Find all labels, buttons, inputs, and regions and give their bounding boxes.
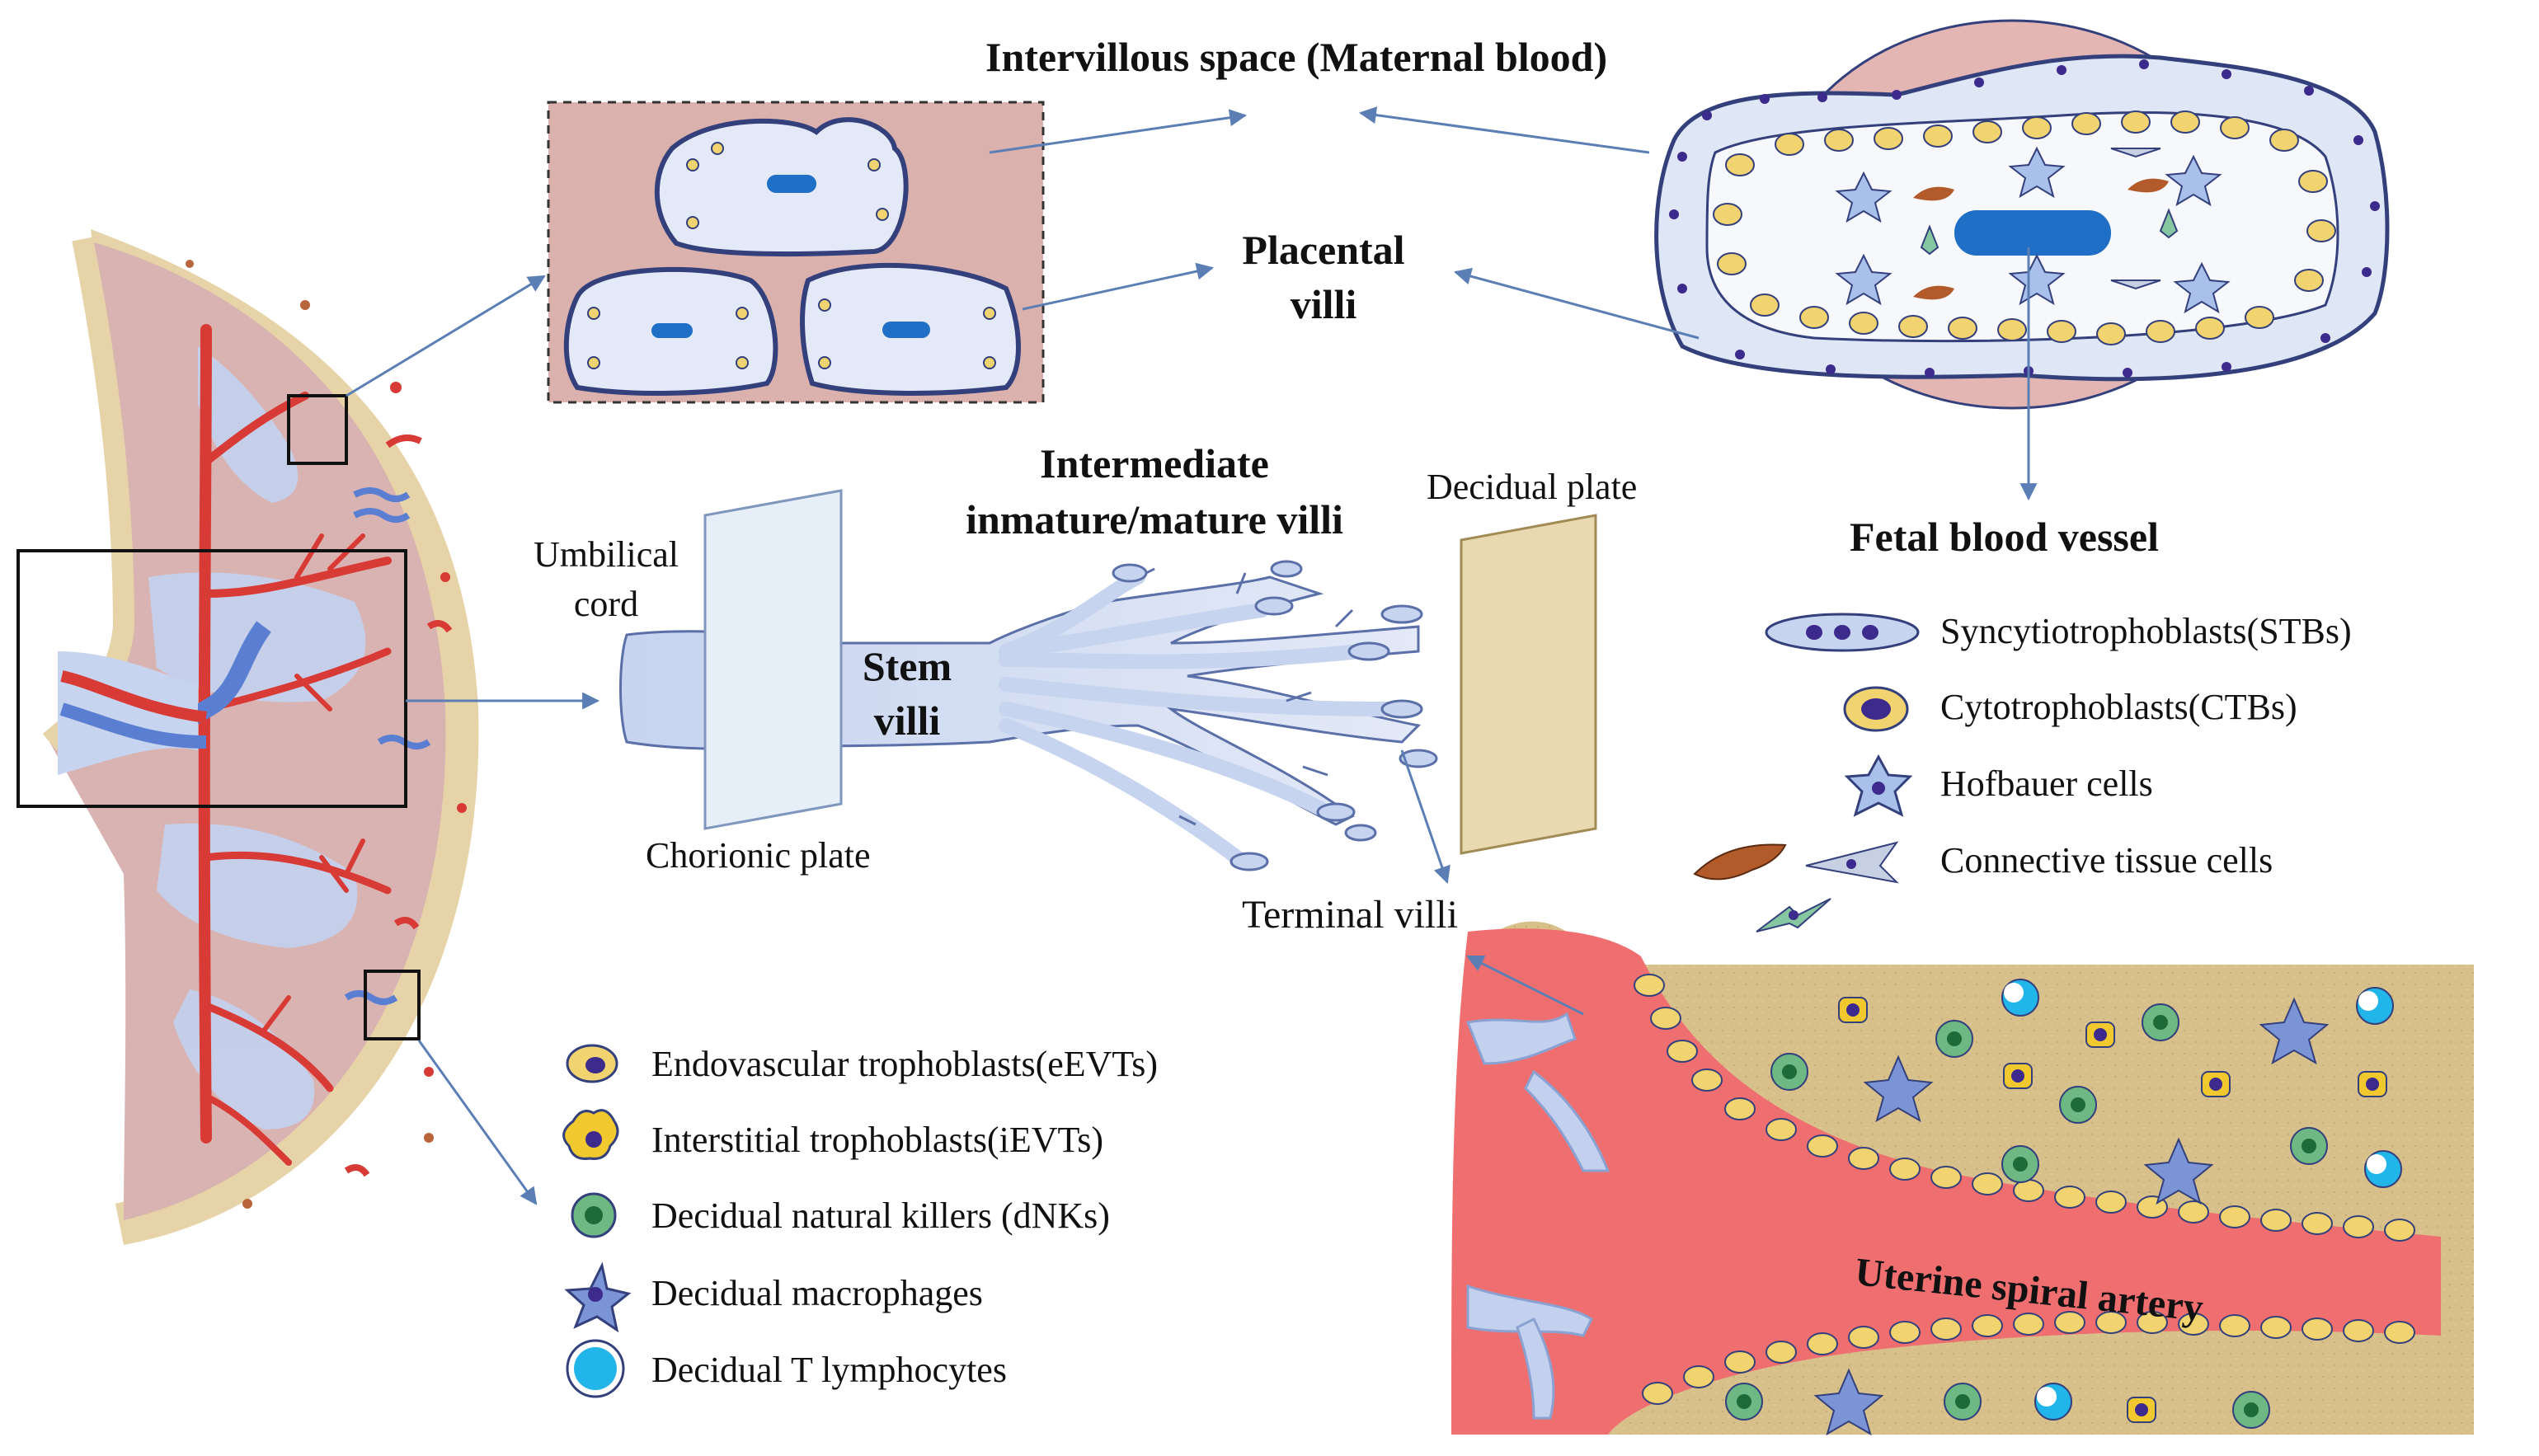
dnk-icon [571,1192,617,1238]
decidual-immune-cells [1725,979,2402,1436]
intervillous-space-label: Intervillous space (Maternal blood) [985,34,1608,80]
chorionic-plate-label: Chorionic plate [646,835,871,876]
decidual-plate-label: Decidual plate [1427,467,1638,507]
placenta-section [16,229,479,1245]
cytotrophoblast-icon [1843,686,1909,732]
villus-branches [999,570,1393,865]
t-lymphocyte-icon [566,1339,625,1398]
connective-tissue-cell-icon [1693,841,1899,932]
cytotrophoblast-ring [1713,110,2336,345]
decidual-plate [1460,514,1597,855]
arrows [346,106,2038,1205]
villus-bottom-left [563,266,778,396]
intermediate-villi-label: Intermediate inmature/mature villi [932,435,1377,547]
syncytiotrophoblast-icon [1765,613,1920,652]
umbilical-cord-label-line2: cord [573,584,639,624]
villus-detail [1654,19,2390,410]
placenta-body [49,239,446,1220]
legend-dnk-label: Decidual natural killers (dNKs) [651,1195,1110,1236]
fetal-capillary [1954,210,2111,256]
terminal-villi-knobs [1112,560,1438,871]
villous-tree [619,489,1597,871]
fetal-blood-vessel-label: Fetal blood vessel [1850,514,2159,560]
legend-ctb-label: Cytotrophoblasts(CTBs) [1940,687,2297,727]
villi-cross-section-box [547,101,1045,404]
stem-villi-label-line2: villi [873,697,941,744]
macrophage-icon [564,1261,632,1333]
villus-bottom-right [800,262,1021,396]
eevt-icon [566,1044,618,1083]
legend-hofbauer-label: Hofbauer cells [1940,763,2153,804]
inset-box-villous-tree [16,549,407,808]
stromal-cells [1835,146,2231,314]
umbilical-cord-label-line1: Umbilical [534,534,679,575]
placental-villi-label: Placental villi [1229,223,1418,331]
inset-box-villi [287,394,348,465]
syncytio-nuclei [1669,59,2380,378]
endovascular-trophoblast-rows [1634,974,2415,1405]
villus-top [654,117,909,256]
legend-tlymph-label: Decidual T lymphocytes [651,1350,1007,1390]
stem-villi-label: Stem villi [841,639,973,748]
legend-villi-icons [1693,613,1920,932]
umbilical-cord-label: Umbilical cord [515,530,697,629]
chorionic-plate [703,489,843,830]
intermediate-villi-label-line1: Intermediate [1040,440,1269,486]
anchoring-villi [1465,1012,1610,1420]
legend-eevt-label: Endovascular trophoblasts(eEVTs) [651,1044,1158,1084]
stem-villi-label-line1: Stem [862,643,952,689]
placental-villi-label-line2: villi [1290,281,1357,327]
ievt-icon [562,1109,619,1160]
inset-box-decidua [364,970,421,1040]
intermediate-villi-label-line2: inmature/mature villi [966,496,1343,542]
stem-villus [619,575,1422,826]
placental-villi-label-line1: Placental [1242,227,1405,273]
legend-ievt-label: Interstitial trophoblasts(iEVTs) [651,1120,1104,1160]
legend-connective-label: Connective tissue cells [1940,840,2273,881]
villus-cell-dots [587,142,996,369]
umbilical-cord-stub [58,651,207,775]
legend-macrophage-label: Decidual macrophages [651,1273,983,1313]
legend-stb-label: Syncytiotrophoblasts(STBs) [1940,611,2352,651]
hofbauer-cell-icon [1844,754,1913,817]
terminal-villi-label: Terminal villi [1242,893,1458,937]
spiral-artery-panel [1451,921,2474,1436]
legend-decidua-icons [562,1044,632,1398]
